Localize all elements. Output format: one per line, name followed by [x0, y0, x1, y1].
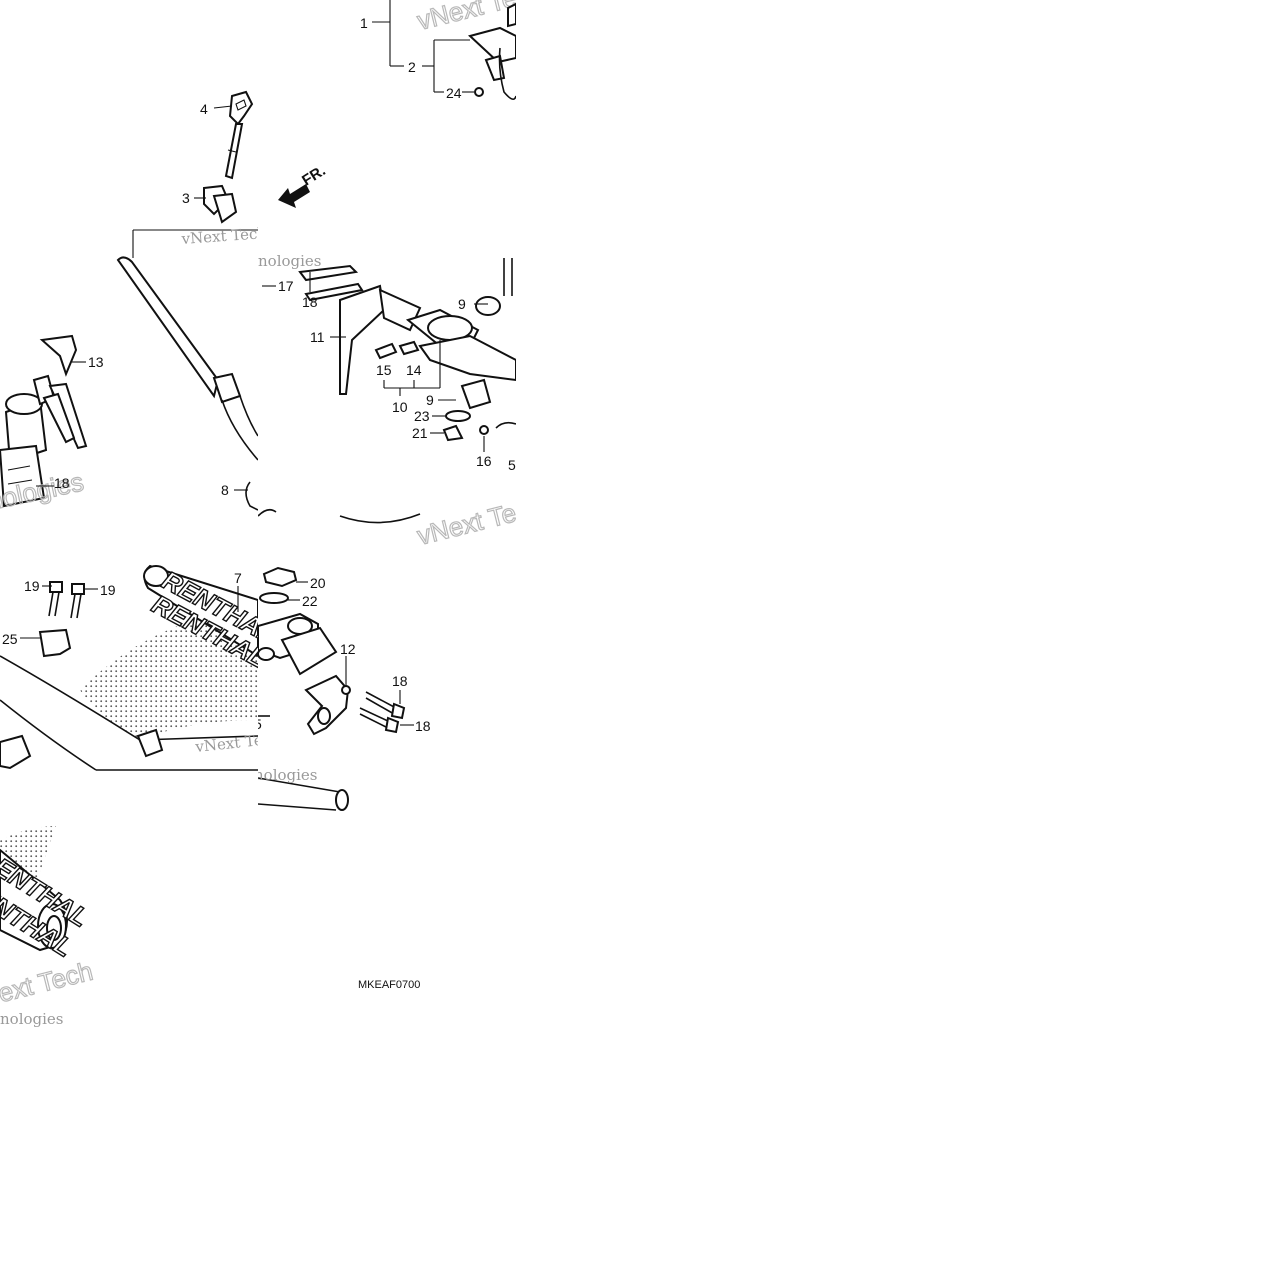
callout-7: 7	[234, 570, 242, 586]
callout-9-top: 9	[458, 296, 466, 312]
callout-23: 23	[414, 408, 430, 424]
callout-5-bottom: 5	[254, 716, 262, 732]
watermark-text-mid: nologies	[258, 252, 322, 270]
direction-label: FR.	[299, 162, 329, 189]
callout-12: 12	[340, 641, 356, 657]
callout-25: 25	[2, 631, 18, 647]
callout-5-top: 5	[508, 457, 516, 473]
bar-pad-lower: RENTHAL RENTHAL	[0, 841, 95, 964]
quadrant-bottom-middle: nologies 20 22 12 18 18 5	[254, 566, 431, 811]
callout-20: 20	[310, 575, 326, 591]
callout-22: 22	[302, 593, 318, 609]
callout-2: 2	[408, 59, 416, 75]
bolts-19	[48, 581, 85, 619]
ignition-switch	[0, 334, 88, 508]
bolts-18	[359, 691, 406, 734]
callout-15: 15	[376, 362, 392, 378]
drawing-code: MKEAF0700	[358, 979, 420, 991]
front-direction-arrow: FR.	[278, 162, 329, 208]
callout-18-lower-right: 18	[415, 718, 431, 734]
callout-9-bottom: 9	[426, 392, 434, 408]
callout-19-right: 19	[100, 582, 116, 598]
callout-18-top: 18	[302, 294, 318, 310]
watermark-text-bl3: nologies	[0, 1010, 64, 1028]
handlebar-switch	[467, 2, 516, 100]
key-ring	[203, 184, 238, 224]
callout-21: 21	[412, 425, 428, 441]
lower-clamp	[258, 612, 351, 736]
callout-18-upper-right: 18	[392, 673, 408, 689]
callout-3: 3	[182, 190, 190, 206]
watermark-text-bl: vNext Tech	[194, 729, 282, 756]
callout-14: 14	[406, 362, 422, 378]
watermark-text-bottom: vNext Tech	[414, 491, 546, 551]
watermark-text: vNext Tech	[180, 224, 268, 248]
callout-18-left: 18	[54, 475, 70, 491]
callout-11: 11	[310, 329, 325, 345]
callout-16: 16	[476, 453, 492, 469]
callout-13: 13	[88, 354, 104, 370]
quadrant-top-left: vNext Tech nologies 4 3 13 18 8	[0, 90, 268, 517]
callout-19-left: 19	[24, 578, 40, 594]
callout-1: 1	[360, 15, 368, 31]
callout-4: 4	[200, 101, 208, 117]
callout-8: 8	[221, 482, 229, 498]
callout-24: 24	[446, 85, 462, 101]
ignition-key	[224, 90, 254, 180]
watermark-text-bl2: vNext Tech	[0, 956, 96, 1016]
quadrant-bottom-left: RENTHAL RENTHAL RENTHAL RENTHAL vNext Te…	[0, 564, 282, 1028]
callout-17: 17	[278, 278, 294, 294]
quadrant-top-middle: vNext Tech FR.	[258, 0, 546, 551]
watermark-text-top: vNext Tech	[414, 0, 546, 36]
callout-10: 10	[392, 399, 408, 415]
watermark-text-bm: nologies	[254, 766, 318, 784]
upper-bridge	[258, 258, 516, 524]
